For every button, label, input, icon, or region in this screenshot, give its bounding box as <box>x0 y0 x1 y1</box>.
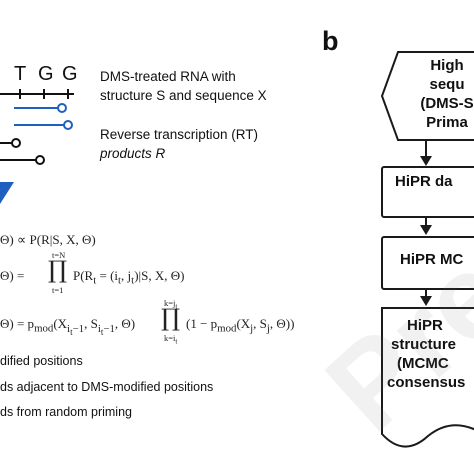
box-hipr-data <box>381 166 474 218</box>
rna-strand <box>0 89 74 99</box>
equation-2-lower-limit: t=1 <box>52 285 64 295</box>
sequence-letter-g2: G <box>62 63 78 85</box>
box-input-shape <box>380 51 474 141</box>
caption-rt: Reverse transcription (RT) products R <box>100 125 258 163</box>
legend-item-adjacent: ds adjacent to DMS-modified positions <box>0 380 214 394</box>
sequence-letter-t: T <box>14 63 27 85</box>
arrow-down-icon <box>420 290 432 306</box>
equation-3-product-symbol: ∏ <box>161 304 181 332</box>
box-hipr-mcmc-text: HiPR MC <box>400 251 464 268</box>
legend-item-random-priming: ds from random priming <box>0 405 132 419</box>
rt-product-blue-1 <box>14 103 67 113</box>
flowchart-arrows <box>420 140 432 306</box>
equation-3-upper-limit: k=jt <box>164 298 178 311</box>
arrow-down-icon <box>420 140 432 166</box>
caption-rt-line1: Reverse transcription (RT) <box>100 127 259 142</box>
rt-product-black-2 <box>0 155 45 165</box>
equation-2-upper-limit: t=N <box>52 250 66 260</box>
equation-1: Θ) ∝ P(R|S, X, Θ) <box>0 232 96 247</box>
caption-rna-line1: DMS-treated RNA with <box>100 69 236 84</box>
panel-b-label: b <box>322 26 339 56</box>
process-arrow-icon <box>0 182 14 204</box>
box-output-document-shape <box>381 307 474 448</box>
rt-product-blue-2 <box>14 120 73 130</box>
box-hipr-data-text: HiPR da <box>395 173 453 190</box>
equation-3-left: Θ) = pmod(Xit−1, Sit−1, Θ) <box>0 316 136 337</box>
rt-product-black-1 <box>0 138 21 148</box>
caption-rt-line2: products R <box>100 146 166 161</box>
caption-rna: DMS-treated RNA with structure S and seq… <box>100 67 267 105</box>
caption-rna-line2: structure S and sequence X <box>100 88 267 103</box>
equation-2-left: Θ) = <box>0 268 25 283</box>
sequence-letter-g1: G <box>38 63 54 85</box>
box-hipr-mcmc <box>381 236 474 290</box>
legend-item-modified: dified positions <box>0 354 83 368</box>
equation-3-right: (1 − pmod(Xj, Sj, Θ)) <box>186 316 295 335</box>
arrow-down-icon <box>420 218 432 235</box>
box-input-text: High sequ (DMS-S Prima <box>420 57 474 131</box>
equation-2-right: P(Rt = (it, jt)|S, X, Θ) <box>73 268 185 287</box>
equation-3-lower-limit: k=it <box>164 333 178 346</box>
rna-rt-diagram <box>0 89 74 204</box>
box-output-text: HiPR structure (MCMC consensus <box>387 317 466 391</box>
equation-2-product-symbol: ∏ <box>48 256 68 284</box>
